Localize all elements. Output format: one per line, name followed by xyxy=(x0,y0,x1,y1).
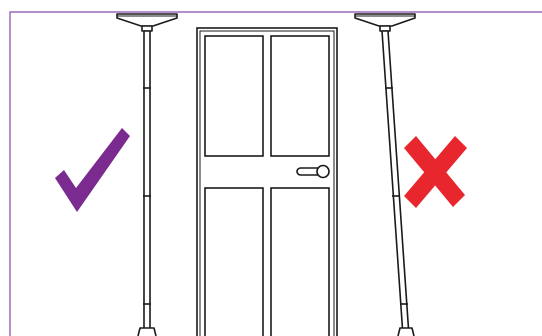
door-panel-upper-right xyxy=(271,36,329,156)
door-panel-lower-left xyxy=(205,188,263,336)
check-mark-icon xyxy=(55,128,130,212)
door xyxy=(197,28,337,336)
right-pole xyxy=(355,14,415,336)
cross-mark-icon xyxy=(404,136,467,208)
door-panel-upper-left xyxy=(205,36,263,156)
left-pole xyxy=(117,14,177,336)
door-handle xyxy=(297,166,329,178)
door-panel-lower-right xyxy=(271,188,329,336)
left-pole-foot xyxy=(138,328,156,336)
door-frame-inner xyxy=(200,31,334,336)
right-pole-foot xyxy=(398,328,414,336)
left-pole-shaft xyxy=(144,31,150,336)
right-pole-shaft xyxy=(382,31,409,336)
door-frame-outer xyxy=(197,28,337,336)
